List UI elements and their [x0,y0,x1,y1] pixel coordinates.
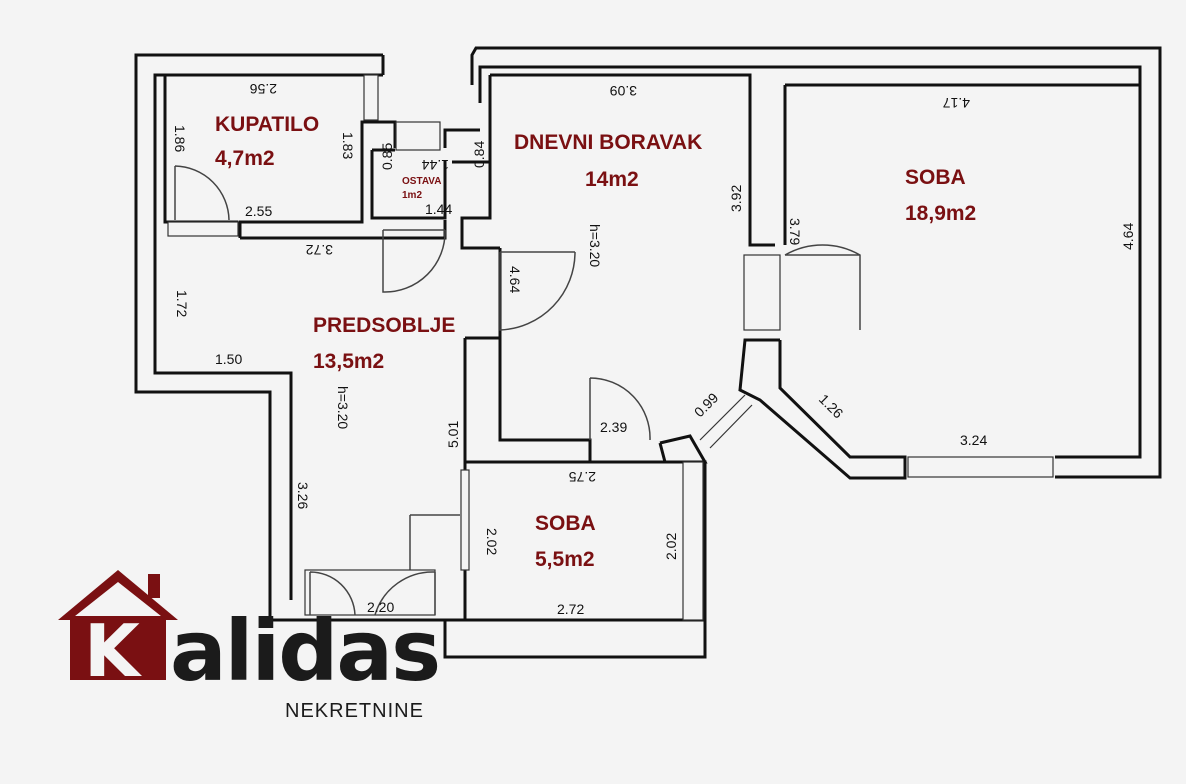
outer-walls [134,46,1162,659]
dim-220: 2.20 [367,599,394,615]
logo-wordmark: alidas [170,602,439,700]
room-area-ostava: 1m2 [402,190,422,201]
dim-183: 1.83 [340,132,356,159]
window-kupatilo [363,74,379,121]
ostava-wall [370,150,447,220]
door-dnevni [499,251,576,331]
soba-big-corner [738,338,907,480]
predsoblje-details [304,229,446,616]
room-area-dnevni: 14m2 [585,168,639,191]
door-kupatilo [174,165,230,221]
room-name-predsoblje: PREDSOBLJE [313,314,455,337]
dim-417: 4.17 [943,95,970,111]
dim-150: 1.50 [215,351,242,367]
window-bay-2 [709,404,753,449]
outer-wall-north [470,46,1162,479]
dim-324: 3.24 [960,432,987,448]
ostava-east-top [443,128,480,148]
ostava-door-frame [395,121,441,151]
dim-464b: 4.64 [1120,223,1136,250]
dim-172: 1.72 [174,290,190,317]
dim-h320a: h=3.20 [587,224,603,267]
dim-501: 5.01 [445,421,461,448]
room-name-soba-big: SOBA [905,166,966,189]
dnevni-wall-east [490,73,775,247]
dnevni-wall-south [465,336,592,462]
room-area-soba-small: 5,5m2 [535,548,595,571]
logo-subtitle: NEKRETNINE [285,700,424,722]
room-area-kupatilo: 4,7m2 [215,147,275,170]
kupatilo-walls [163,74,447,240]
entrance-frame [304,569,436,616]
kalidas-logo: K alidas NEKRETNINE [58,570,441,722]
room-area-predsoblje: 13,5m2 [313,350,384,373]
dim-239: 2.39 [600,419,627,435]
dim-202a: 2.02 [484,528,500,555]
door-ostava [382,229,446,293]
entrance-door [309,571,436,616]
soba-small-walls [409,377,753,622]
dim-256: 2.56 [250,81,277,97]
room-name-dnevni: DNEVNI BORAVAK [514,131,702,154]
dim-h320b: h=3.20 [335,386,351,429]
ostava-east [452,160,500,250]
dim-126: 1.26 [816,391,847,422]
outer-wall-west-inner [153,73,383,600]
room-name-ostava: OSTAVA [402,176,441,187]
door-soba-big [784,244,861,330]
window-soba-small [682,461,704,621]
logo-k-box [70,616,166,680]
ostava-walls [370,121,500,250]
room-area-soba-big: 18,9m2 [905,202,976,225]
door-frame-soba-small [460,469,470,571]
dim-202b: 2.02 [663,533,679,560]
kupatilo-wall-east [238,120,397,238]
dnevni-walls [463,73,861,462]
dim-144a: 1.44 [422,157,449,173]
window-bay-1 [699,394,746,441]
dim-275: 2.75 [569,469,596,485]
window-soba-big [907,456,1054,478]
dim-379: 3.79 [787,218,803,245]
dim-085: 0.85 [379,143,395,170]
outer-wall-north-inner [478,65,1142,459]
door-soba-small [409,514,460,570]
dim-464a: 4.64 [507,266,523,293]
room-name-soba-small: SOBA [535,512,596,535]
dim-255: 2.55 [245,203,272,219]
dim-099: 0.99 [691,389,722,420]
door-dnevni-south [589,377,651,441]
logo-letter-k: K [84,609,142,693]
dim-084: 0.84 [471,141,487,168]
house-roof-icon [58,570,178,620]
outer-wall-west [134,53,707,659]
dim-392: 3.92 [728,185,744,212]
soba-small-outline [445,460,707,622]
dim-309: 3.09 [610,83,637,99]
dim-272: 2.72 [557,601,584,617]
room-name-kupatilo: KUPATILO [215,113,319,136]
door-frame-soba-big [743,254,781,331]
dim-144b: 1.44 [425,201,452,217]
house-chimney-icon [148,574,160,598]
bay-corner [658,434,708,464]
door-frame-kupatilo [167,221,239,237]
dim-372: 3.72 [306,242,333,258]
dim-326: 3.26 [295,482,311,509]
soba-big-walls [738,83,1140,480]
dim-186: 1.86 [172,125,188,152]
